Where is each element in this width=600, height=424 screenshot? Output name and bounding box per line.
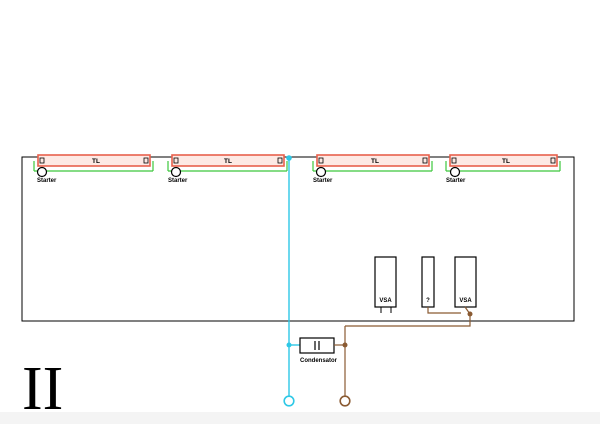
tube-1-starter-icon (36, 166, 48, 178)
brown-wire-device-link (427, 307, 461, 314)
tube-2-starter-icon (170, 166, 182, 178)
device-vsa-1-label: VSA (379, 298, 392, 304)
tube-4-pin-right (550, 157, 556, 164)
tube-4-label: TL (502, 158, 510, 165)
tube-3-label: TL (371, 158, 379, 165)
tube-2-body (171, 154, 285, 167)
brown-junction-device (467, 311, 473, 317)
condenser-box (299, 337, 335, 354)
device-vsa-1-box (374, 256, 397, 308)
device-vsa-1: VSA (374, 256, 397, 313)
tube-1-starter-label: Starter (37, 178, 57, 184)
tube-2-label: TL (224, 158, 232, 165)
tube-2: TL Starter (167, 154, 288, 184)
tube-4: TL Starter (445, 154, 561, 184)
tube-1: TL Starter (33, 154, 154, 184)
cyan-terminal-icon (283, 395, 295, 407)
tube-2-starter-label: Starter (168, 178, 188, 184)
tube-3-body (316, 154, 430, 167)
tube-1-label: TL (92, 158, 100, 165)
tube-3-pin-right (422, 157, 428, 164)
device-unknown: ? (421, 256, 435, 308)
brown-junction-condenser (342, 342, 348, 348)
tube-3: TL Starter (312, 154, 433, 184)
cyan-junction-top (286, 155, 292, 161)
device-unknown-label: ? (426, 298, 430, 304)
condenser-label: Condensator (300, 358, 338, 364)
condenser: Condensator (299, 337, 338, 364)
tube-1-body (37, 154, 151, 167)
tube-2-pin-left (173, 157, 179, 164)
device-vsa-2-label: VSA (459, 298, 472, 304)
tube-3-starter-icon (315, 166, 327, 178)
tube-4-pin-left (451, 157, 457, 164)
brown-terminal-icon (339, 395, 351, 407)
cyan-junction-condenser (286, 342, 292, 348)
bottom-strip (0, 412, 600, 424)
tube-4-starter-icon (449, 166, 461, 178)
tube-4-body (449, 154, 558, 167)
tube-3-starter-label: Starter (313, 178, 333, 184)
brown-wire-vsa2-drop (345, 306, 471, 327)
tube-1-pin-left (39, 157, 45, 164)
device-vsa-2: VSA (454, 256, 477, 308)
fixture-frame (21, 156, 575, 322)
tube-3-pin-left (318, 157, 324, 164)
section-label: II (22, 355, 63, 423)
tube-1-pin-right (143, 157, 149, 164)
tube-2-pin-right (277, 157, 283, 164)
tube-4-starter-label: Starter (446, 178, 466, 184)
